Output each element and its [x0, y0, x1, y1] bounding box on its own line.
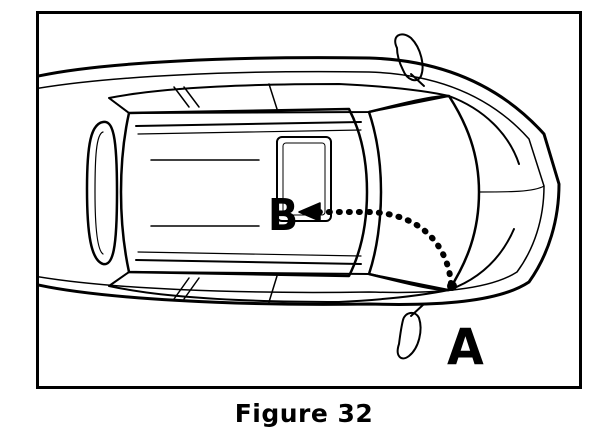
hood-line-bottom: [448, 228, 515, 291]
point-b-label: B: [268, 190, 299, 241]
hood-line-top: [448, 95, 520, 165]
side-mirror-top: [394, 33, 424, 82]
arrow-head: [298, 202, 321, 222]
hood-center: [478, 185, 545, 193]
rear-light-bar: [85, 120, 119, 266]
point-a-marker: [447, 281, 457, 291]
side-window-bottom: [108, 271, 450, 303]
car-top-view-icon: [39, 33, 561, 360]
windshield: [367, 94, 481, 292]
side-mirror-bottom: [396, 312, 422, 360]
roof-rail-top: [135, 121, 362, 127]
dotted-arrow-icon: [298, 202, 457, 291]
car-body-outline: [39, 56, 561, 306]
side-window-top: [108, 83, 450, 114]
point-a-label: A: [447, 318, 484, 376]
car-roof: [119, 107, 369, 278]
figure-caption: Figure 32: [234, 399, 374, 428]
roof-rail-bottom: [135, 259, 362, 265]
sunroof: [276, 136, 332, 222]
car-body-inner-outline: [39, 70, 545, 294]
figure-frame: B A: [36, 11, 582, 389]
